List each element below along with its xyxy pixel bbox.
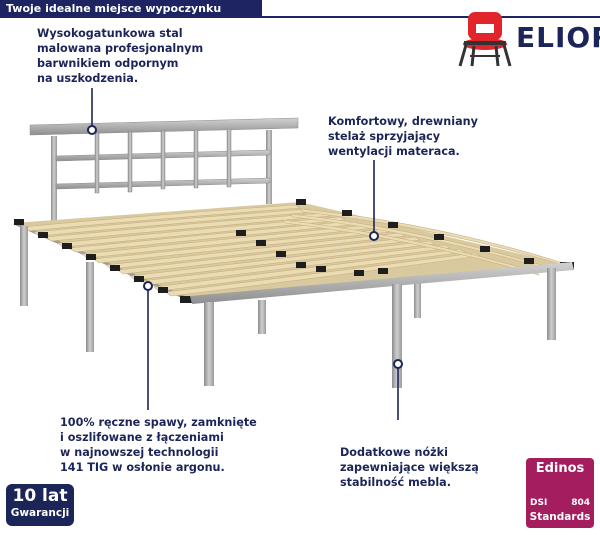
callout-legs: Dodatkowe nóżki zapewniające większą sta… (340, 446, 479, 489)
certificate-badge: Edinos DSI 804 Standards (526, 458, 594, 528)
brand-name: ELIOR (516, 21, 600, 54)
warranty-years: 10 lat (12, 486, 68, 506)
callout-frame: Komfortowy, drewniany stelaż sprzyjający… (328, 115, 478, 158)
back-legs (51, 130, 421, 352)
front-frame (20, 226, 574, 388)
callout-welds: 100% ręczne spawy, zamknięte i oszlifowa… (60, 416, 257, 474)
chair-logo-icon (458, 12, 512, 67)
header-rule (262, 16, 600, 18)
warranty-badge: 10 lat Gwarancji (6, 484, 74, 526)
warranty-label: Gwarancji (10, 507, 70, 519)
certificate-left: DSI (530, 498, 548, 508)
header-banner: Twoje idealne miejsce wypoczynku (0, 0, 262, 18)
callout-markers (87, 125, 403, 369)
certificate-right: 804 (571, 498, 590, 508)
headboard (29, 117, 299, 194)
wooden-slats (13, 199, 574, 303)
banner-title: Twoje idealne miejsce wypoczynku (6, 2, 222, 15)
callout-leaders (91, 88, 399, 420)
certificate-name: Edinos (535, 461, 585, 476)
callout-steel: Wysokogatunkowa stal malowana profesjona… (37, 27, 204, 85)
certificate-label: Standards (529, 511, 591, 523)
